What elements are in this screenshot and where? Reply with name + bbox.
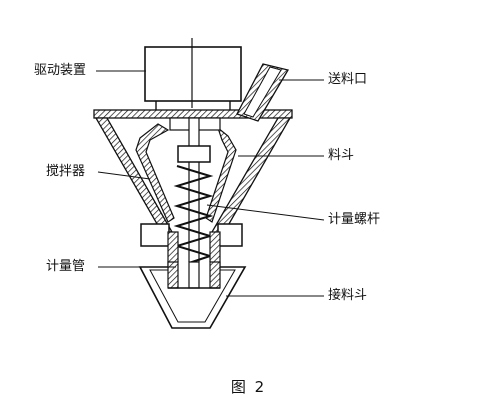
shaft-coupling bbox=[177, 145, 211, 163]
label-receiving-hopper: 接料斗 bbox=[328, 288, 368, 303]
right-flange bbox=[217, 223, 243, 247]
metering-screw-flights bbox=[173, 165, 214, 267]
label-drive-unit: 驱动装置 bbox=[34, 63, 87, 78]
label-hopper: 料斗 bbox=[328, 148, 355, 163]
label-agitator: 搅拌器 bbox=[46, 164, 86, 179]
drive-unit-box bbox=[144, 46, 242, 102]
figure-caption: 图 2 bbox=[230, 378, 267, 396]
leader-agitator bbox=[97, 171, 151, 180]
agitator-left-blade bbox=[135, 123, 175, 223]
label-metering-screw: 计量螺杆 bbox=[328, 212, 381, 227]
agitator-right-blade bbox=[205, 126, 237, 223]
leader-metering-screw bbox=[206, 204, 325, 221]
label-metering-tube: 计量管 bbox=[46, 259, 86, 274]
label-feed-inlet: 送料口 bbox=[328, 72, 368, 87]
left-flange bbox=[140, 223, 170, 247]
